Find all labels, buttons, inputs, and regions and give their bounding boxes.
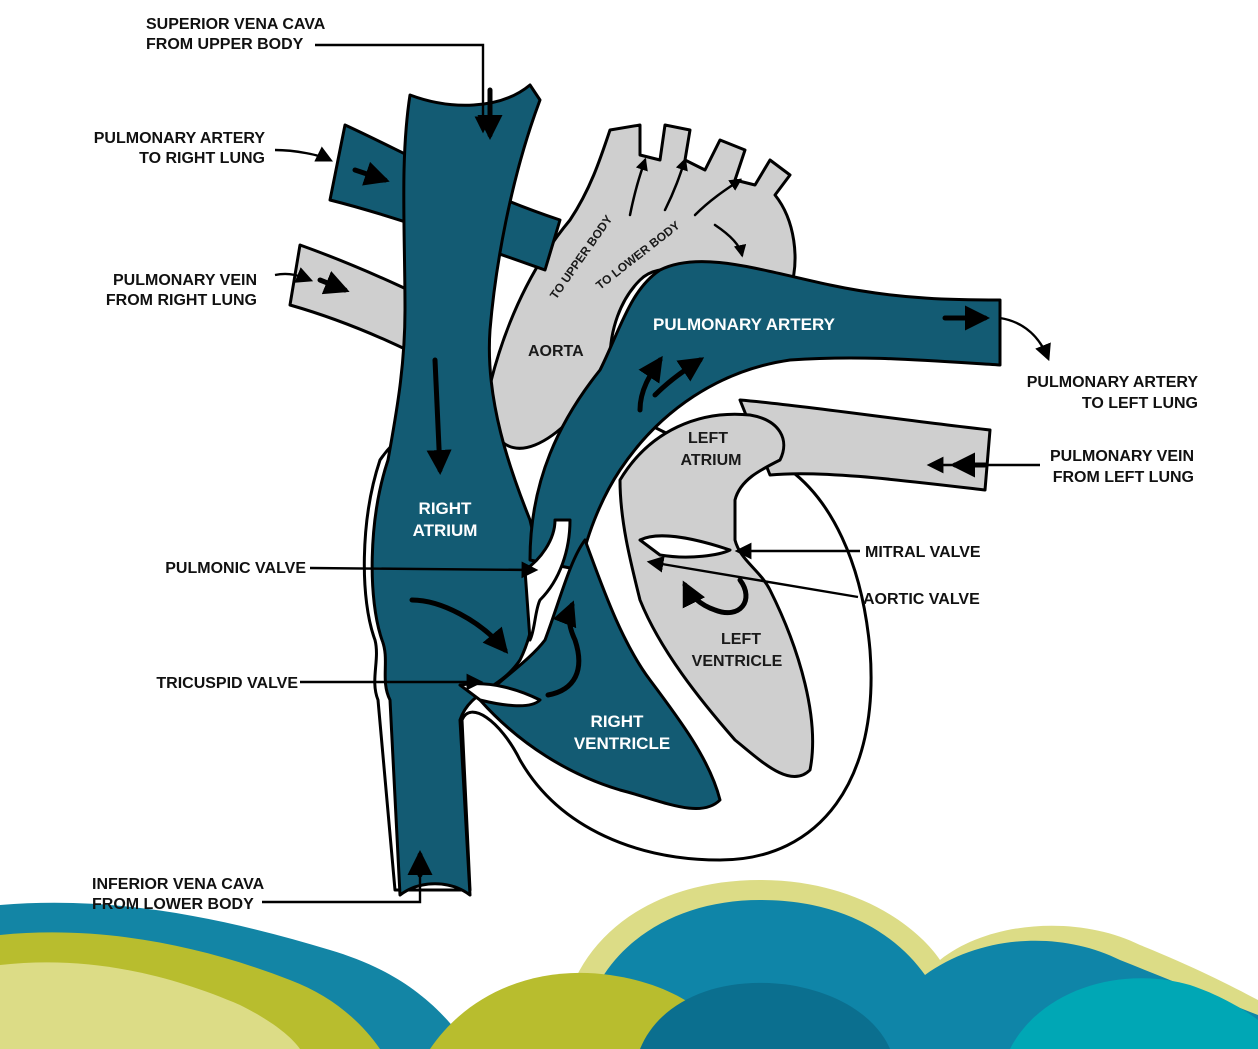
label-pulmonary-artery-right-line2: TO RIGHT LUNG	[139, 150, 265, 167]
label-aortic-valve: AORTIC VALVE	[863, 591, 980, 608]
inner-label-aorta: AORTA	[528, 343, 584, 360]
label-superior-vena-cava-line2: FROM UPPER BODY	[146, 36, 304, 53]
inner-label-right-ventricle-line1: RIGHT	[591, 712, 645, 731]
label-pulmonary-vein-left-line1: PULMONARY VEIN	[1050, 448, 1194, 465]
inner-label-pulmonary-artery: PULMONARY ARTERY	[653, 315, 836, 334]
label-inferior-vena-cava-line1: INFERIOR VENA CAVA	[92, 876, 265, 893]
label-pulmonary-vein-right-line1: PULMONARY VEIN	[113, 272, 257, 289]
label-pulmonic-valve: PULMONIC VALVE	[165, 560, 306, 577]
inner-label-left-ventricle-line2: VENTRICLE	[692, 653, 783, 670]
label-superior-vena-cava-line1: SUPERIOR VENA CAVA	[146, 16, 326, 33]
inner-label-left-atrium-line2: ATRIUM	[680, 452, 741, 469]
label-pulmonary-artery-left-line1: PULMONARY ARTERY	[1027, 374, 1199, 391]
label-mitral-valve: MITRAL VALVE	[865, 544, 981, 561]
label-pulmonary-artery-left-line2: TO LEFT LUNG	[1082, 395, 1198, 412]
label-pulmonary-vein-left-line2: FROM LEFT LUNG	[1053, 469, 1194, 486]
inner-label-right-atrium-line2: ATRIUM	[413, 521, 478, 540]
label-inferior-vena-cava-line2: FROM LOWER BODY	[92, 896, 254, 913]
label-pulmonary-artery-right-line1: PULMONARY ARTERY	[94, 130, 266, 147]
inner-label-left-ventricle-line1: LEFT	[721, 631, 761, 648]
label-pulmonary-vein-right-line2: FROM RIGHT LUNG	[106, 292, 257, 309]
inner-label-right-ventricle-line2: VENTRICLE	[574, 734, 670, 753]
label-tricuspid-valve: TRICUSPID VALVE	[156, 675, 298, 692]
inner-label-right-atrium-line1: RIGHT	[419, 499, 473, 518]
inner-label-left-atrium-line1: LEFT	[688, 430, 728, 447]
